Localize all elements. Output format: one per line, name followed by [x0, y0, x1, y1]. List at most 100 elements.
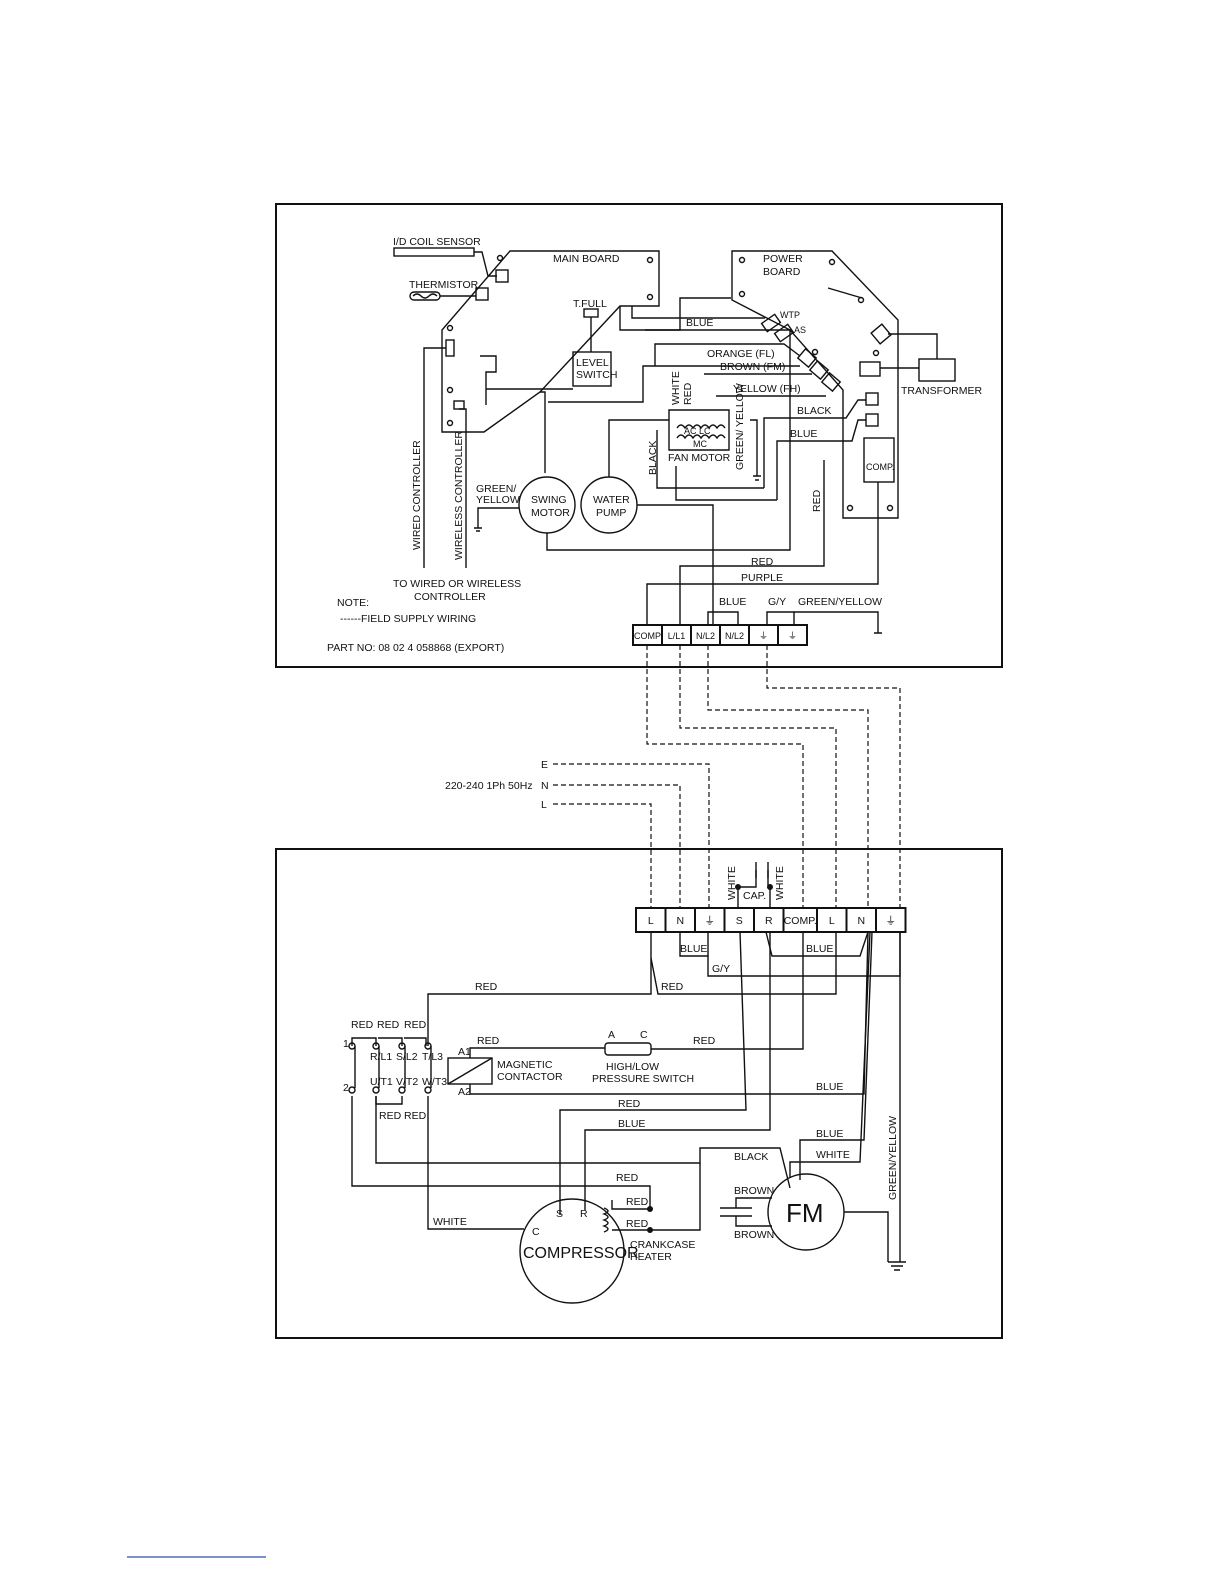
a2-label: A2: [458, 1086, 471, 1098]
water-pump-label-2: PUMP: [596, 507, 626, 519]
green-yellow-vert: GREEN/ YELLOW: [734, 383, 746, 470]
level-switch: [572, 351, 612, 387]
cap-label: CAP.: [743, 890, 766, 902]
orange-label: ORANGE (FL): [707, 348, 775, 360]
display-connector: [480, 355, 497, 405]
t-full-label: T.FULL: [573, 298, 607, 310]
transformer-label: TRANSFORMER: [901, 385, 983, 397]
coil-sensor-label: I/D COIL SENSOR: [393, 236, 481, 248]
outdoor-terminal-cell: [845, 907, 877, 933]
level-switch-label-1: LEVEL: [576, 357, 609, 369]
swing-motor-label-2: MOTOR: [531, 507, 570, 519]
field-supply-label: ------FIELD SUPPLY WIRING: [340, 613, 476, 625]
switch-a-label: A: [608, 1029, 615, 1041]
transformer: [918, 358, 956, 382]
crankcase-label-2: HEATER: [630, 1251, 672, 1263]
contact-v-t2: V/T2: [396, 1076, 418, 1088]
magnetic-label-1: MAGNETIC: [497, 1059, 553, 1071]
switch-c-label: C: [640, 1029, 648, 1041]
pressure-label-1: HIGH/LOW: [606, 1061, 659, 1073]
part-no-label: PART NO: 08 02 4 058868 (EXPORT): [327, 642, 504, 654]
outdoor-terminal-label: COMP.: [784, 915, 817, 927]
outdoor-terminal-label: R: [765, 915, 773, 927]
crankcase-label-1: CRANKCASE: [630, 1239, 695, 1251]
to-controller-label-2: CONTROLLER: [414, 591, 486, 603]
outdoor-terminal-label: ⏚: [705, 915, 716, 927]
mc-label: AC LC: [684, 426, 711, 436]
sensor-connector: [495, 269, 509, 283]
red-vert: RED: [682, 382, 694, 405]
blue-5-label: BLUE: [816, 1128, 843, 1140]
power-connector: [859, 361, 881, 377]
as-connector: [773, 323, 795, 343]
level-switch-label-2: SWITCH: [576, 369, 617, 381]
red-coil-label: RED: [477, 1035, 500, 1047]
wireless-controller-label: WIRELESS CONTROLLER: [453, 431, 465, 560]
contact-t-l3: T/L3: [422, 1051, 443, 1063]
wtp-connector: [760, 313, 782, 333]
blue-label-top: BLUE: [686, 317, 713, 329]
gy-label: G/Y: [768, 596, 786, 608]
num-1: 1: [343, 1038, 349, 1050]
red-top-1: RED: [351, 1019, 374, 1031]
outdoor-terminal-label: L: [648, 915, 654, 927]
blue-a-label: BLUE: [680, 943, 707, 955]
blue-b-label: BLUE: [806, 943, 833, 955]
white-c-label: WHITE: [433, 1216, 467, 1228]
wired-connector: [445, 339, 455, 357]
red-vert-power: RED: [811, 489, 823, 512]
fm-label: FM: [786, 1198, 824, 1228]
red-switch-label: RED: [693, 1035, 716, 1047]
mc-sub: MC: [693, 439, 707, 449]
black-label-out: BLACK: [734, 1151, 768, 1163]
red-top-2: RED: [377, 1019, 400, 1031]
red-bottom-1: RED: [379, 1110, 402, 1122]
magnetic-label-2: CONTACTOR: [497, 1071, 563, 1083]
wireless-connector: [453, 400, 465, 410]
red-6-label: RED: [626, 1218, 649, 1230]
white-vert: WHITE: [670, 371, 682, 405]
brown-label: BROWN (FM): [720, 361, 785, 373]
outdoor-terminal-cell: [664, 907, 696, 933]
blue-label-2: BLUE: [790, 428, 817, 440]
as-label: AS: [794, 325, 806, 335]
indoor-terminal-label: COMP: [634, 631, 661, 641]
outdoor-terminal-label: N: [857, 915, 865, 927]
fuse-connector-2: [865, 413, 879, 427]
outdoor-panel-frame: [275, 848, 1003, 1339]
blue-3-label: BLUE: [816, 1081, 843, 1093]
indoor-terminal-label: N/L2: [696, 631, 715, 641]
outdoor-terminal-label: N: [676, 915, 684, 927]
red-3-label: RED: [618, 1098, 641, 1110]
wtp-label: WTP: [780, 310, 800, 320]
blue-terminal-label: BLUE: [719, 596, 746, 608]
white-right-label: WHITE: [774, 866, 786, 900]
contact-r-l1: R/L1: [370, 1051, 392, 1063]
yellow-label: YELLOW (FH): [733, 383, 801, 395]
indoor-terminal-cell: [777, 624, 808, 646]
black-vert-label: BLACK: [647, 441, 659, 475]
note-label: NOTE:: [337, 597, 369, 609]
red-1-label: RED: [475, 981, 498, 993]
indoor-terminal-label: ⏚: [759, 631, 768, 641]
power-board: [731, 250, 899, 519]
wired-controller-label: WIRED CONTROLLER: [411, 440, 423, 550]
gy-outdoor-label: G/Y: [712, 963, 730, 975]
red-5-label: RED: [626, 1196, 649, 1208]
red-2-label: RED: [661, 981, 684, 993]
compressor: [519, 1198, 625, 1304]
thermistor-connector: [475, 287, 489, 301]
white-fm-label: WHITE: [816, 1149, 850, 1161]
red-bottom-2: RED: [404, 1110, 427, 1122]
supply-spec-label: 220-240 1Ph 50Hz: [445, 780, 533, 792]
green-yellow-label-2: YELLOW: [476, 494, 520, 506]
red-4-label: RED: [616, 1172, 639, 1184]
supply-l-label: L: [541, 799, 547, 811]
contact-u-t1: U/T1: [370, 1076, 393, 1088]
fan-connector-1: [796, 347, 818, 369]
brown-1-label: BROWN: [734, 1185, 774, 1197]
red-wire-label: RED: [751, 556, 774, 568]
